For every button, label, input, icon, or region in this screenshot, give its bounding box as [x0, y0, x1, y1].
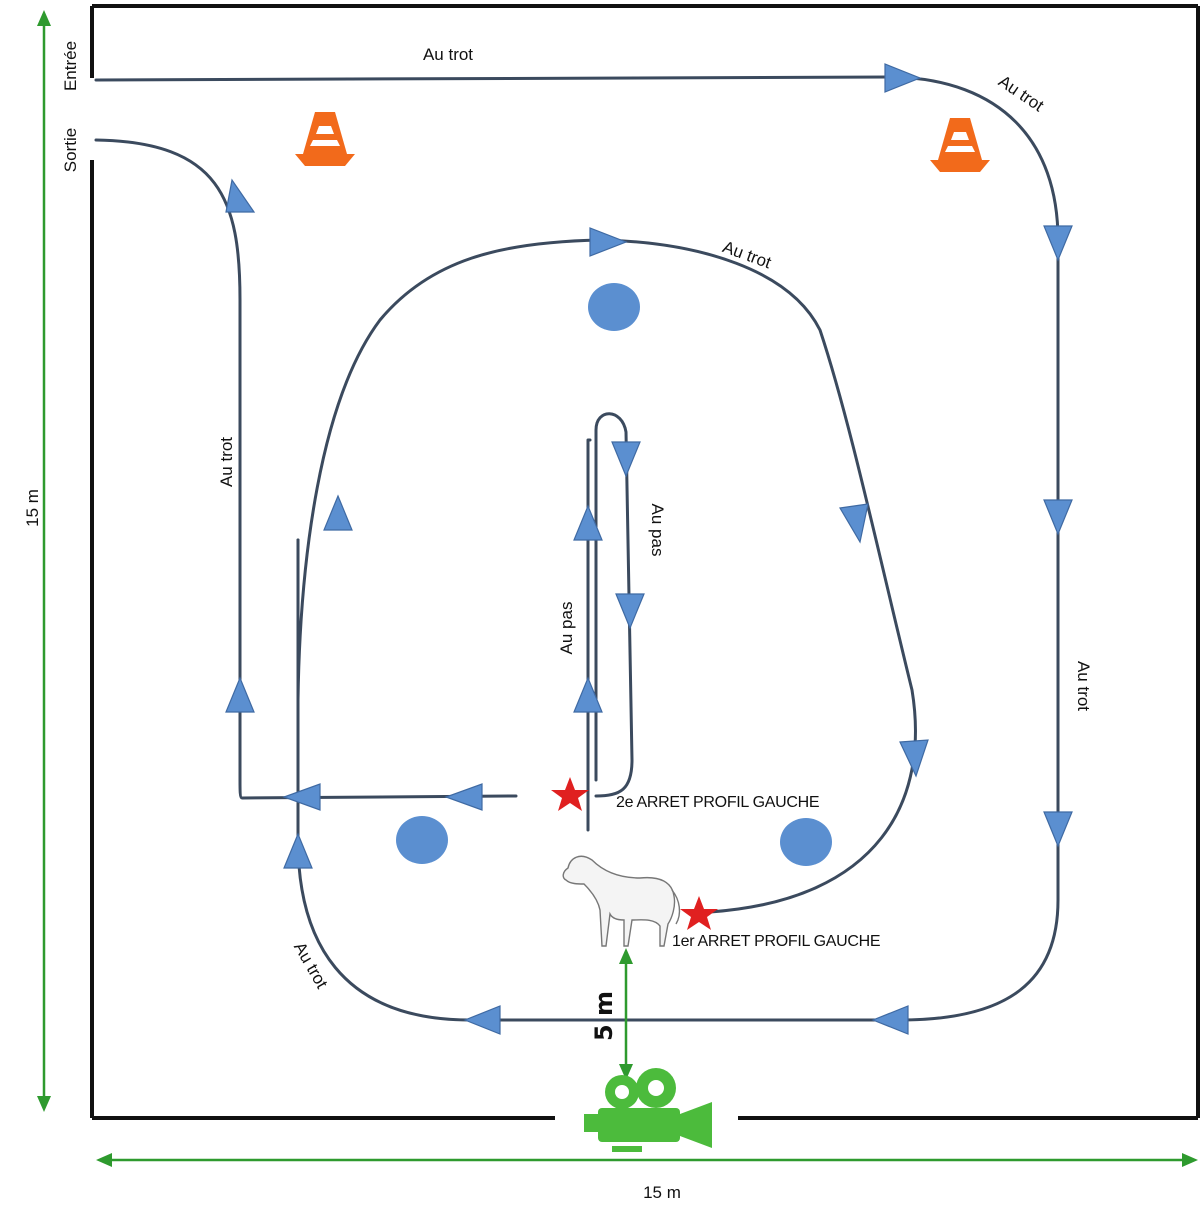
traffic-cone-icon: [930, 118, 990, 172]
marker-bottom-right: [780, 818, 832, 866]
star-icon: [551, 777, 589, 811]
direction-arrows: [225, 63, 1073, 1035]
stop-label-second: 2e ARRET PROFIL GAUCHE: [616, 794, 819, 811]
width-label: 15 m: [643, 1183, 681, 1202]
gait-label-center-down: Au pas: [648, 504, 667, 557]
exit-label: Sortie: [61, 128, 80, 172]
exit-cross-path: [94, 138, 518, 800]
video-camera-icon: [584, 1068, 712, 1152]
traffic-cone-icon: [295, 112, 355, 166]
gait-label-bottom-left-corner: Au trot: [290, 939, 332, 992]
height-label: 15 m: [23, 489, 42, 527]
marker-bottom-left: [396, 816, 448, 864]
marker-top: [588, 283, 640, 331]
center-walk-path: [586, 438, 592, 832]
gait-label-right-side: Au trot: [1074, 661, 1093, 711]
gait-label-top-entry: Au trot: [423, 45, 473, 64]
horse-icon: [562, 855, 681, 947]
camera-distance-label: 5 m: [590, 991, 618, 1041]
star-icon: [680, 896, 718, 930]
inner-loop-path: [296, 238, 917, 914]
stop-label-first: 1er ARRET PROFIL GAUCHE: [672, 933, 880, 950]
center-hairpin-path: [594, 412, 634, 798]
outer-track-path: [94, 75, 1060, 1022]
height-dimension: [37, 10, 51, 1112]
gait-label-left-exit: Au trot: [217, 437, 236, 487]
width-dimension: [96, 1153, 1198, 1167]
entry-label: Entrée: [61, 41, 80, 91]
arena-border: [90, 4, 1200, 1120]
gait-label-center-up: Au pas: [557, 602, 576, 655]
camera-distance-dimension: [619, 948, 633, 1080]
